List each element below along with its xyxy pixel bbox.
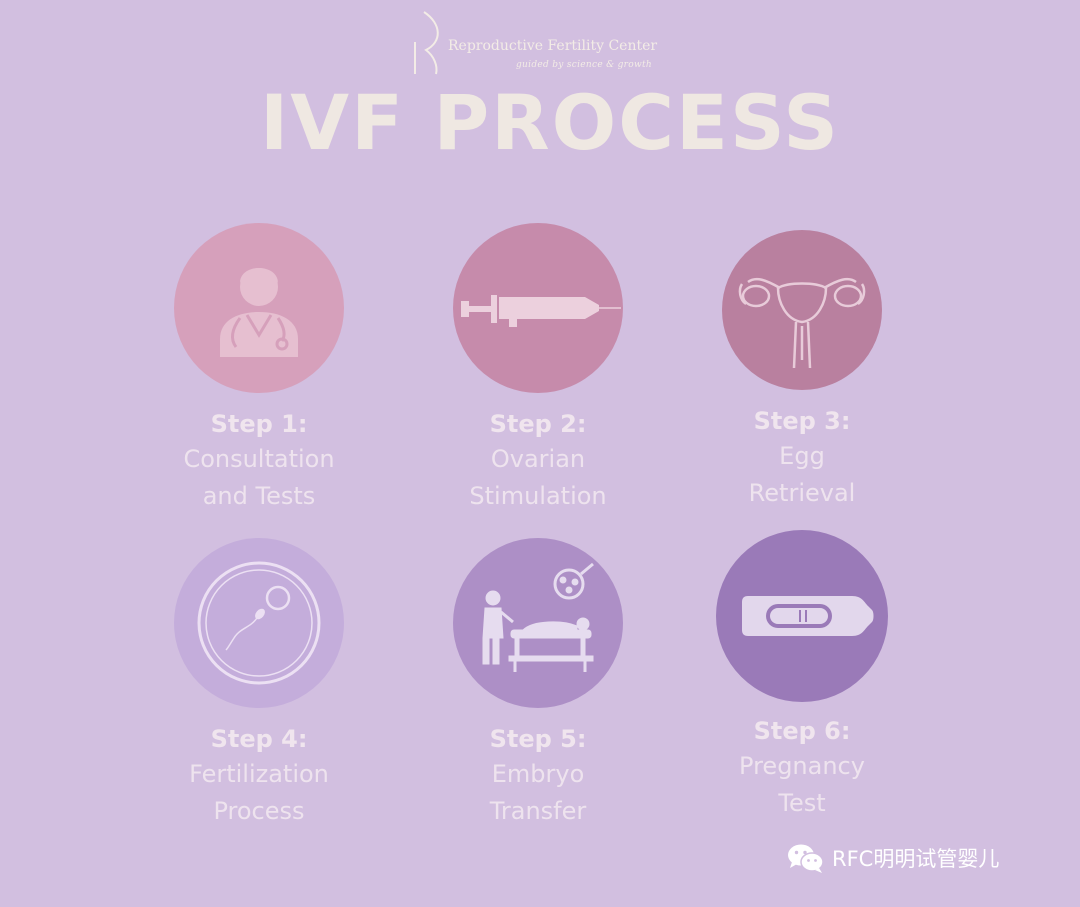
- step-5-circle: [453, 538, 623, 708]
- page-title: IVF PROCESS: [259, 78, 841, 167]
- step-6: Step 6: Pregnancy Test: [682, 530, 922, 822]
- step-6-label: Step 6:: [753, 717, 851, 745]
- step-2: Step 2: Ovarian Stimulation: [418, 223, 658, 515]
- step-5-label: Step 5:: [489, 725, 587, 753]
- step-1: Step 1: Consultation and Tests: [139, 223, 379, 515]
- brand-name: Reproductive Fertility Center: [448, 38, 658, 54]
- step-5-line1: Embryo: [491, 760, 585, 788]
- step-5-line2: Transfer: [489, 797, 587, 825]
- step-5: Step 5: Embryo Transfer: [418, 538, 658, 830]
- step-6-line2: Test: [778, 789, 826, 817]
- step-6-line1: Pregnancy: [739, 752, 865, 780]
- step-4-label: Step 4:: [210, 725, 308, 753]
- step-6-circle: [716, 530, 888, 702]
- syringe-icon: [461, 295, 621, 327]
- step-3-line1: Egg: [779, 442, 825, 470]
- step-4-line1: Fertilization: [189, 760, 329, 788]
- pregnancy-test-icon: [742, 596, 874, 636]
- step-1-line1: Consultation: [183, 445, 335, 473]
- watermark-text: RFC明明试管婴儿: [832, 847, 1000, 871]
- step-3-label: Step 3:: [753, 407, 851, 435]
- watermark: RFC明明试管婴儿: [786, 842, 999, 874]
- step-1-label: Step 1:: [210, 410, 308, 438]
- step-2-line2: Stimulation: [469, 482, 607, 510]
- sperm-egg-icon: [197, 561, 321, 685]
- step-3-line2: Retrieval: [748, 479, 856, 507]
- step-2-label: Step 2:: [489, 410, 587, 438]
- rfc-logo-icon: [414, 11, 439, 75]
- surgery-icon: [482, 562, 594, 672]
- step-1-line2: and Tests: [202, 482, 316, 510]
- step-2-circle: [453, 223, 623, 393]
- brand-tagline: guided by science & growth: [516, 60, 653, 70]
- step-3: Step 3: Egg Retrieval: [682, 230, 922, 512]
- step-1-circle: [174, 223, 344, 393]
- step-4-circle: [174, 538, 344, 708]
- step-3-circle: [722, 230, 882, 390]
- brand-header: Reproductive Fertility Center guided by …: [412, 10, 712, 80]
- uterus-icon: [738, 277, 866, 369]
- step-4: Step 4: Fertilization Process: [139, 538, 379, 830]
- step-4-line2: Process: [213, 797, 305, 825]
- step-2-line1: Ovarian: [490, 445, 586, 473]
- doctor-icon: [220, 268, 298, 357]
- wechat-icon: [788, 844, 824, 873]
